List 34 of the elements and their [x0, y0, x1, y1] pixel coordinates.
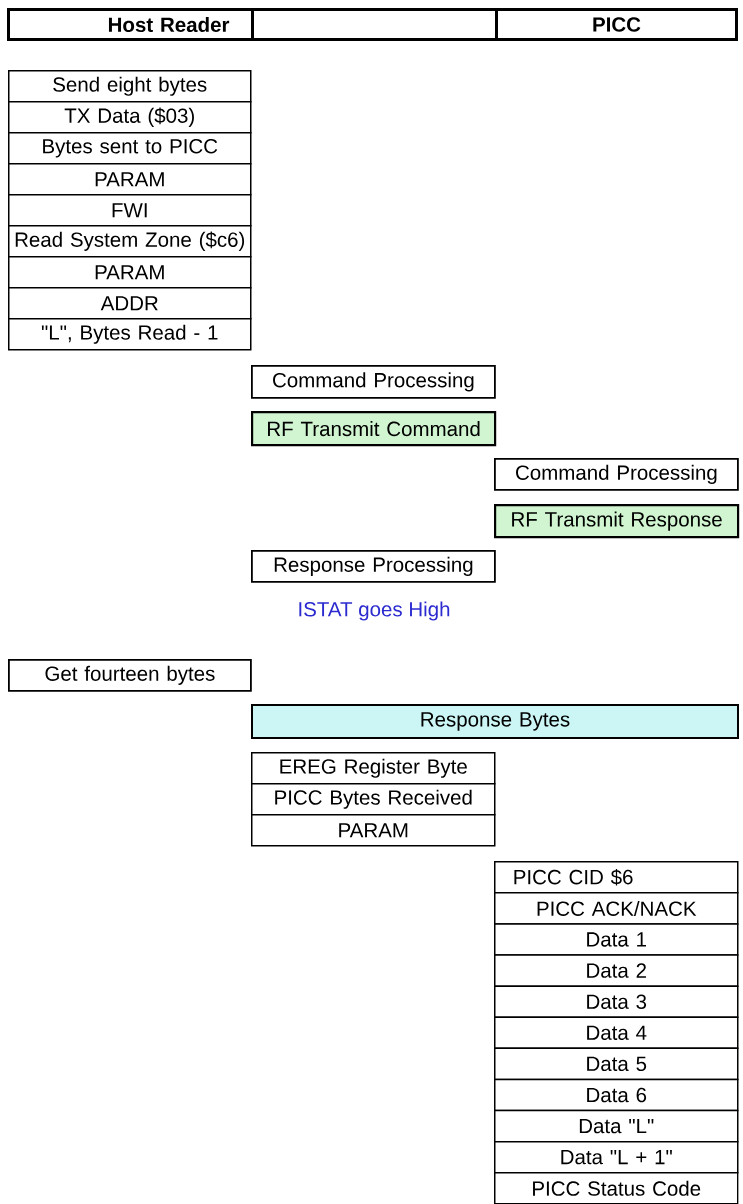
byte-cell: PARAM: [251, 814, 496, 847]
byte-cell: PICC ACK/NACK: [494, 892, 739, 925]
process-box: Command Processing: [494, 458, 739, 491]
byte-cell: "L", Bytes Read - 1: [8, 318, 252, 351]
process-box: Get fourteen bytes: [8, 659, 252, 692]
column-header: PICC: [495, 8, 738, 41]
byte-cell: Data 4: [494, 1016, 739, 1050]
byte-cell: Read System Zone ($c6): [8, 225, 252, 258]
byte-cell: Data "L": [494, 1109, 739, 1143]
byte-cell: PICC Bytes Received: [251, 783, 496, 816]
byte-cell: Bytes sent to PICC: [8, 132, 252, 165]
byte-cell: Data "L + 1": [494, 1140, 739, 1174]
byte-cell: Data 2: [494, 954, 739, 987]
byte-cell: EREG Register Byte: [251, 752, 496, 785]
byte-cell: Send eight bytes: [8, 70, 252, 103]
byte-cell: Data 3: [494, 985, 739, 1018]
transmit-box: RF Transmit Response: [494, 504, 740, 539]
header-cell: [251, 8, 498, 41]
byte-cell: FWI: [8, 194, 252, 227]
byte-cell: Data 5: [494, 1047, 739, 1081]
byte-cell: PARAM: [8, 163, 252, 196]
column-header: Host Reader: [7, 8, 254, 41]
byte-cell: ADDR: [8, 287, 252, 320]
byte-cell: Data 6: [494, 1078, 739, 1112]
byte-cell: PICC Status Code: [494, 1172, 739, 1204]
byte-cell: Data 1: [494, 923, 739, 956]
status-note: ISTAT goes High: [299, 601, 450, 621]
byte-cell: PICC CID $6: [494, 861, 739, 894]
process-box: Response Processing: [251, 550, 496, 583]
response-bytes-bar: Response Bytes: [251, 704, 739, 739]
byte-cell: TX Data ($03): [8, 101, 252, 134]
transmit-box: RF Transmit Command: [251, 411, 497, 447]
byte-cell: PARAM: [8, 256, 252, 289]
process-box: Command Processing: [251, 365, 496, 399]
